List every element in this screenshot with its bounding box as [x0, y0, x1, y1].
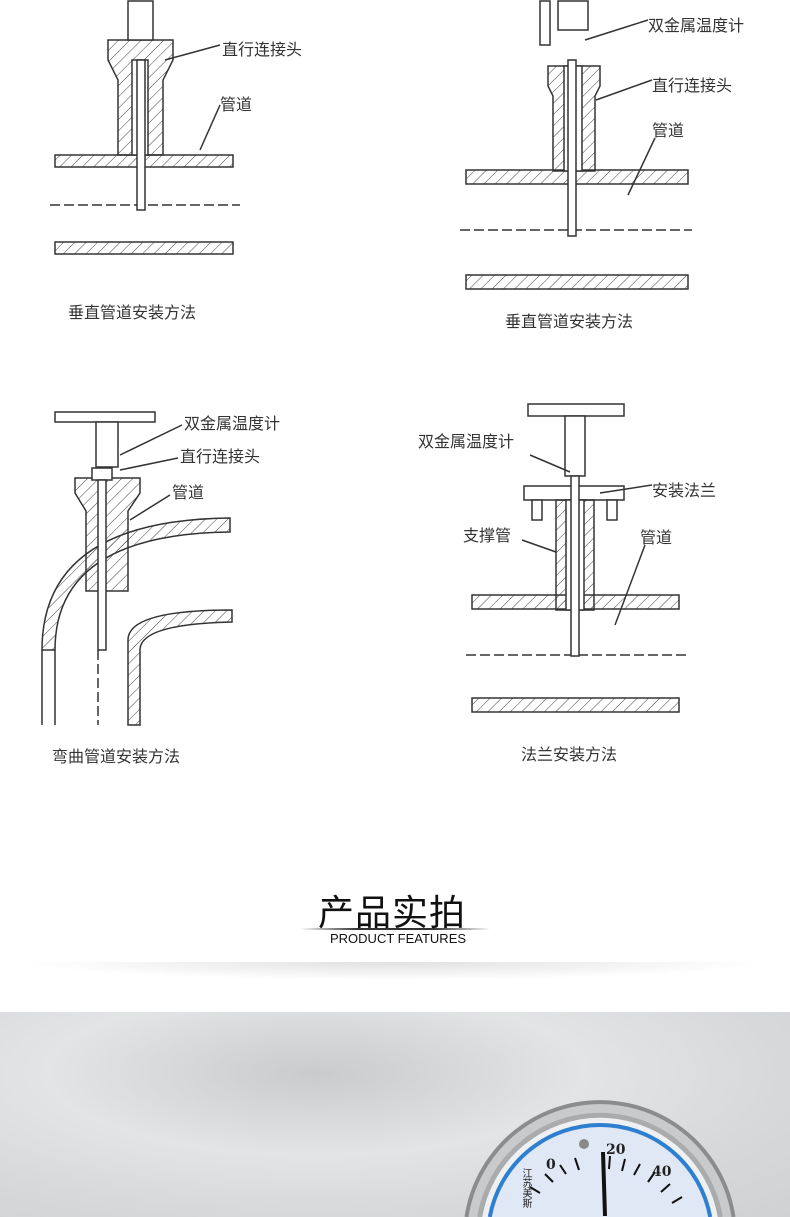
- label-bimetal-thermometer: 双金属温度计: [184, 414, 281, 433]
- product-photo: 0 20 40 江苏美斯: [0, 1012, 790, 1217]
- label-pipe: 管道: [640, 528, 673, 547]
- diagram-elbow-pipe: [41, 411, 233, 726]
- section-title: 产品实拍: [318, 893, 467, 934]
- dial-number-40: 40: [652, 1164, 672, 1180]
- label-straight-connector: 直行连接头: [652, 76, 733, 95]
- label-pipe: 管道: [652, 121, 685, 140]
- thermometer-dial: [464, 1100, 736, 1217]
- caption-vertical-pipe-1: 垂直管道安装方法: [68, 303, 197, 322]
- caption-vertical-pipe-2: 垂直管道安装方法: [505, 312, 634, 331]
- label-bimetal-thermometer: 双金属温度计: [418, 432, 515, 451]
- section-shadow: [20, 962, 770, 980]
- label-pipe: 管道: [220, 95, 253, 114]
- label-pipe: 管道: [172, 483, 205, 502]
- label-mounting-flange: 安装法兰: [652, 481, 717, 500]
- caption-elbow-pipe: 弯曲管道安装方法: [52, 747, 181, 766]
- dial-number-0: 0: [546, 1157, 556, 1173]
- title-divider: [300, 928, 490, 930]
- label-bimetal-thermometer: 双金属温度计: [648, 16, 745, 35]
- dial-brand-text: 江苏美斯: [520, 1168, 531, 1208]
- label-straight-connector: 直行连接头: [180, 447, 261, 466]
- caption-flange: 法兰安装方法: [521, 745, 618, 764]
- label-straight-connector: 直行连接头: [222, 40, 303, 59]
- diagram-vertical-pipe-2: [460, 0, 692, 290]
- diagram-flange: [466, 403, 686, 713]
- installation-diagrams: [41, 0, 692, 726]
- label-support-tube: 支撑管: [463, 526, 512, 545]
- diagram-vertical-pipe-1: [50, 0, 240, 255]
- section-subtitle: PRODUCT FEATURES: [330, 931, 467, 946]
- dial-number-20: 20: [606, 1142, 626, 1158]
